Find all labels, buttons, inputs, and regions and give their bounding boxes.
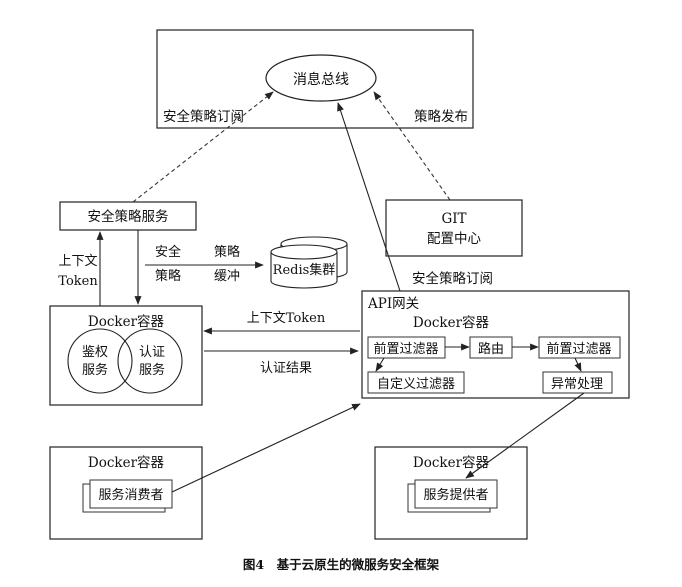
security-policy-subscribe-top-label: 安全策略订阅 (163, 108, 244, 125)
docker-provider-title: Docker容器 (413, 454, 490, 471)
arrow-prefilter-to-custom (375, 357, 385, 372)
git-label: GIT (441, 211, 466, 227)
pre-filter-2-label: 前置过滤器 (546, 341, 611, 357)
security-policy-service-label: 安全策略服务 (88, 208, 169, 225)
context-token-left-line1: 上下文 (58, 254, 97, 269)
api-gateway-docker-title: Docker容器 (413, 314, 490, 331)
auth-service-circle (67, 328, 133, 394)
git-config-center-box (385, 199, 523, 257)
arrow-consumer-to-gateway (171, 403, 361, 493)
cert-service-line2: 服务 (139, 362, 165, 378)
cert-service-line1: 认证 (139, 345, 165, 360)
exception-handling-label: 异常处理 (551, 377, 603, 392)
message-bus-node (265, 54, 377, 102)
figure-caption: 图4 基于云原生的微服务安全框架 (243, 557, 440, 572)
policy-publish-label: 策略发布 (414, 108, 468, 125)
policy-cache-d: 缓冲 (214, 269, 240, 284)
arrow-prefilter2-to-exception (574, 357, 582, 372)
arrow-gateway-to-bus (337, 102, 401, 292)
config-center-label: 配置中心 (427, 231, 481, 247)
pre-filter-1-label: 前置过滤器 (373, 341, 438, 357)
policy-cache-a: 安全 (155, 244, 181, 260)
message-bus-label: 消息总线 (293, 71, 349, 88)
route-label: 路由 (478, 341, 504, 357)
docker-consumer-title: Docker容器 (88, 454, 165, 471)
api-gateway-label: API网关 (367, 296, 419, 312)
redis-cluster-icon (270, 236, 348, 289)
context-token-mid-label: 上下文Token (247, 311, 326, 326)
pre-filter-2-box[interactable] (538, 336, 621, 359)
security-policy-service-box (59, 201, 197, 231)
service-provider-box[interactable] (414, 479, 498, 509)
service-consumer-box[interactable] (89, 479, 173, 509)
service-consumer-label: 服务消费者 (98, 487, 163, 503)
dashed-arrow-git-to-bus (373, 91, 451, 201)
custom-filter-box[interactable] (367, 371, 465, 394)
service-provider-label: 服务提供者 (423, 487, 488, 503)
auth-result-label: 认证结果 (260, 361, 312, 376)
arrow-exception-to-provider (465, 392, 585, 479)
auth-service-line2: 服务 (82, 362, 108, 378)
auth-service-line1: 鉴权 (82, 344, 108, 360)
custom-filter-label: 自定义过滤器 (377, 377, 455, 392)
context-token-left-line2: Token (58, 274, 98, 289)
policy-cache-b: 策略 (214, 244, 240, 260)
docker-left-title: Docker容器 (88, 313, 165, 330)
redis-cluster-label: Redis集群 (273, 262, 336, 278)
exception-handling-box[interactable] (542, 371, 613, 394)
policy-cache-c: 策略 (155, 268, 181, 284)
dashed-arrow-policy-to-bus (132, 91, 274, 203)
cert-service-circle (117, 328, 183, 394)
docker-left-box (49, 305, 203, 406)
security-policy-subscribe-right-label: 安全策略订阅 (412, 270, 493, 287)
